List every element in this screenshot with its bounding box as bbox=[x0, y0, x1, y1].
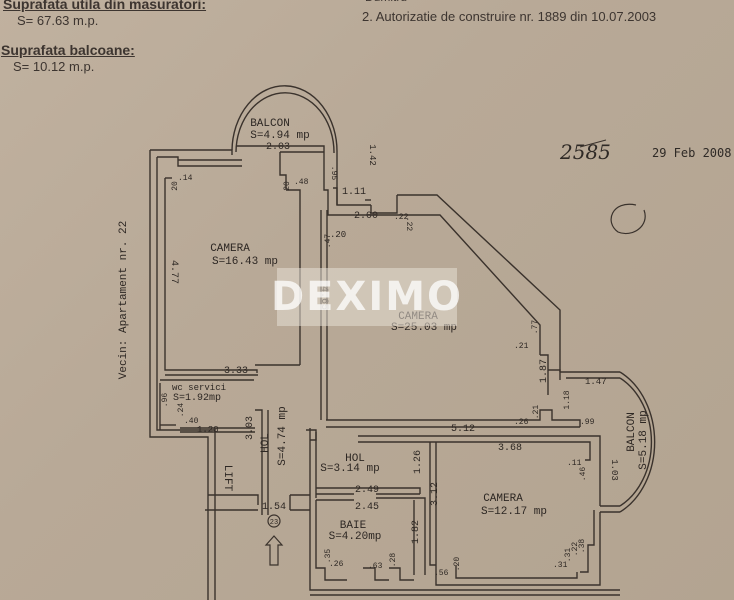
dimension-label: 1.42 bbox=[367, 144, 377, 166]
dimension-label: 20 bbox=[283, 181, 292, 191]
dimension-label: 1.11 bbox=[342, 187, 366, 198]
room-hol2-name: HOL bbox=[345, 453, 365, 465]
room-camera3-name: CAMERA bbox=[483, 493, 523, 505]
room-baie-area: S=4.20mp bbox=[329, 531, 382, 543]
dimension-label: 3.03 bbox=[245, 416, 256, 440]
handwritten-number: 2585 bbox=[560, 140, 611, 164]
dimension-label: .56 bbox=[434, 569, 449, 578]
dimension-label: 2.49 bbox=[355, 485, 379, 496]
room-hol2-area: S=3.14 mp bbox=[320, 463, 379, 475]
dimension-label: 2.03 bbox=[266, 142, 290, 153]
dimension-label: 3.33 bbox=[224, 366, 248, 377]
dimension-label: .22 bbox=[394, 213, 409, 222]
useful-area-title: Suprafata utila din masuratori: bbox=[3, 0, 207, 12]
dimension-label: .40 bbox=[184, 417, 199, 426]
dimension-label: 1.47 bbox=[585, 377, 607, 387]
dimension-label: .95 bbox=[329, 166, 338, 181]
useful-area-value: S= 67.63 m.p. bbox=[17, 13, 99, 28]
dimension-label: .48 bbox=[294, 178, 309, 187]
dimension-label: .31 bbox=[553, 561, 568, 570]
dimension-label: .11 bbox=[567, 459, 582, 468]
dimension-label: 1.82 bbox=[411, 520, 422, 544]
room-balcon-right-area: S=5.18 mp bbox=[638, 410, 650, 469]
dimension-label: .14 bbox=[178, 174, 193, 183]
neighbor-label: Vecin: Apartament nr. 22 bbox=[118, 221, 130, 379]
room-camera1-name: CAMERA bbox=[210, 243, 250, 255]
dimension-label: .20 bbox=[453, 557, 462, 572]
room-camera3-area: S=12.17 mp bbox=[481, 506, 547, 518]
dimension-label: 5.12 bbox=[451, 424, 475, 435]
dimension-label: .63 bbox=[368, 562, 383, 571]
dimension-label: 1.18 bbox=[563, 390, 572, 409]
dimension-label: 1.54 bbox=[262, 502, 286, 513]
dimension-label: .47 bbox=[324, 234, 333, 249]
dimension-label: .22 bbox=[404, 217, 413, 232]
room-balcon-top-area: S=4.94 mp bbox=[250, 130, 309, 142]
dimension-label: 3.68 bbox=[498, 443, 522, 454]
room-balcon-right-name: BALCON bbox=[626, 412, 638, 452]
dimension-label: .22 bbox=[571, 542, 580, 557]
dimension-label: .26 bbox=[329, 560, 344, 569]
dimension-label: .46 bbox=[579, 467, 588, 482]
balcony-area-value: S= 10.12 m.p. bbox=[13, 59, 95, 74]
dimension-label: 4.77 bbox=[168, 260, 179, 284]
dimension-label: 1.20 bbox=[197, 425, 219, 435]
room-baie-name: BAIE bbox=[340, 520, 367, 532]
dimension-label: .24 bbox=[177, 403, 186, 418]
lift-label: LIFT bbox=[221, 465, 233, 492]
dimension-label: 1.03 bbox=[609, 459, 619, 481]
dimension-label: 2.45 bbox=[355, 502, 379, 513]
room-wc-name: wc servici bbox=[172, 383, 226, 393]
watermark-logo: DEXIMO bbox=[271, 268, 461, 326]
dimension-label: .77 bbox=[531, 320, 540, 335]
dimension-label: 2.00 bbox=[354, 211, 378, 222]
room-hol1-name: HOL bbox=[260, 433, 272, 453]
room-balcon-top-name: BALCON bbox=[250, 118, 290, 130]
dimension-label: .99 bbox=[580, 418, 595, 427]
dimension-label: .26 bbox=[514, 418, 529, 427]
apartment-number-label: 23 bbox=[270, 519, 278, 527]
dimension-label: .38 bbox=[578, 539, 587, 554]
dimension-label: 1.26 bbox=[413, 450, 424, 474]
dimension-label: .20 bbox=[330, 230, 346, 240]
dimension-label: 20 bbox=[171, 181, 180, 191]
dimension-label: 1.87 bbox=[539, 359, 550, 383]
top-cut-text: Dumitru bbox=[365, 0, 407, 4]
room-camera1-area: S=16.43 mp bbox=[212, 256, 278, 268]
dimension-label: .21 bbox=[514, 342, 529, 351]
authorization-text: 2. Autorizatie de construire nr. 1889 di… bbox=[362, 9, 657, 24]
dimension-label: .31 bbox=[564, 548, 573, 563]
dimension-label: 3.12 bbox=[430, 482, 441, 506]
room-wc-area: S=1.92mp bbox=[173, 393, 221, 404]
dimension-label: .28 bbox=[389, 553, 398, 568]
dimension-label: .21 bbox=[532, 405, 541, 420]
dimension-label: .96 bbox=[161, 393, 170, 408]
stamp-date: 29 Feb 2008 bbox=[652, 146, 732, 160]
balcony-area-title: Suprafata balcoane: bbox=[1, 42, 135, 58]
dimension-label: .35 bbox=[324, 549, 333, 564]
room-hol1-area: S=4.74 mp bbox=[277, 406, 289, 465]
